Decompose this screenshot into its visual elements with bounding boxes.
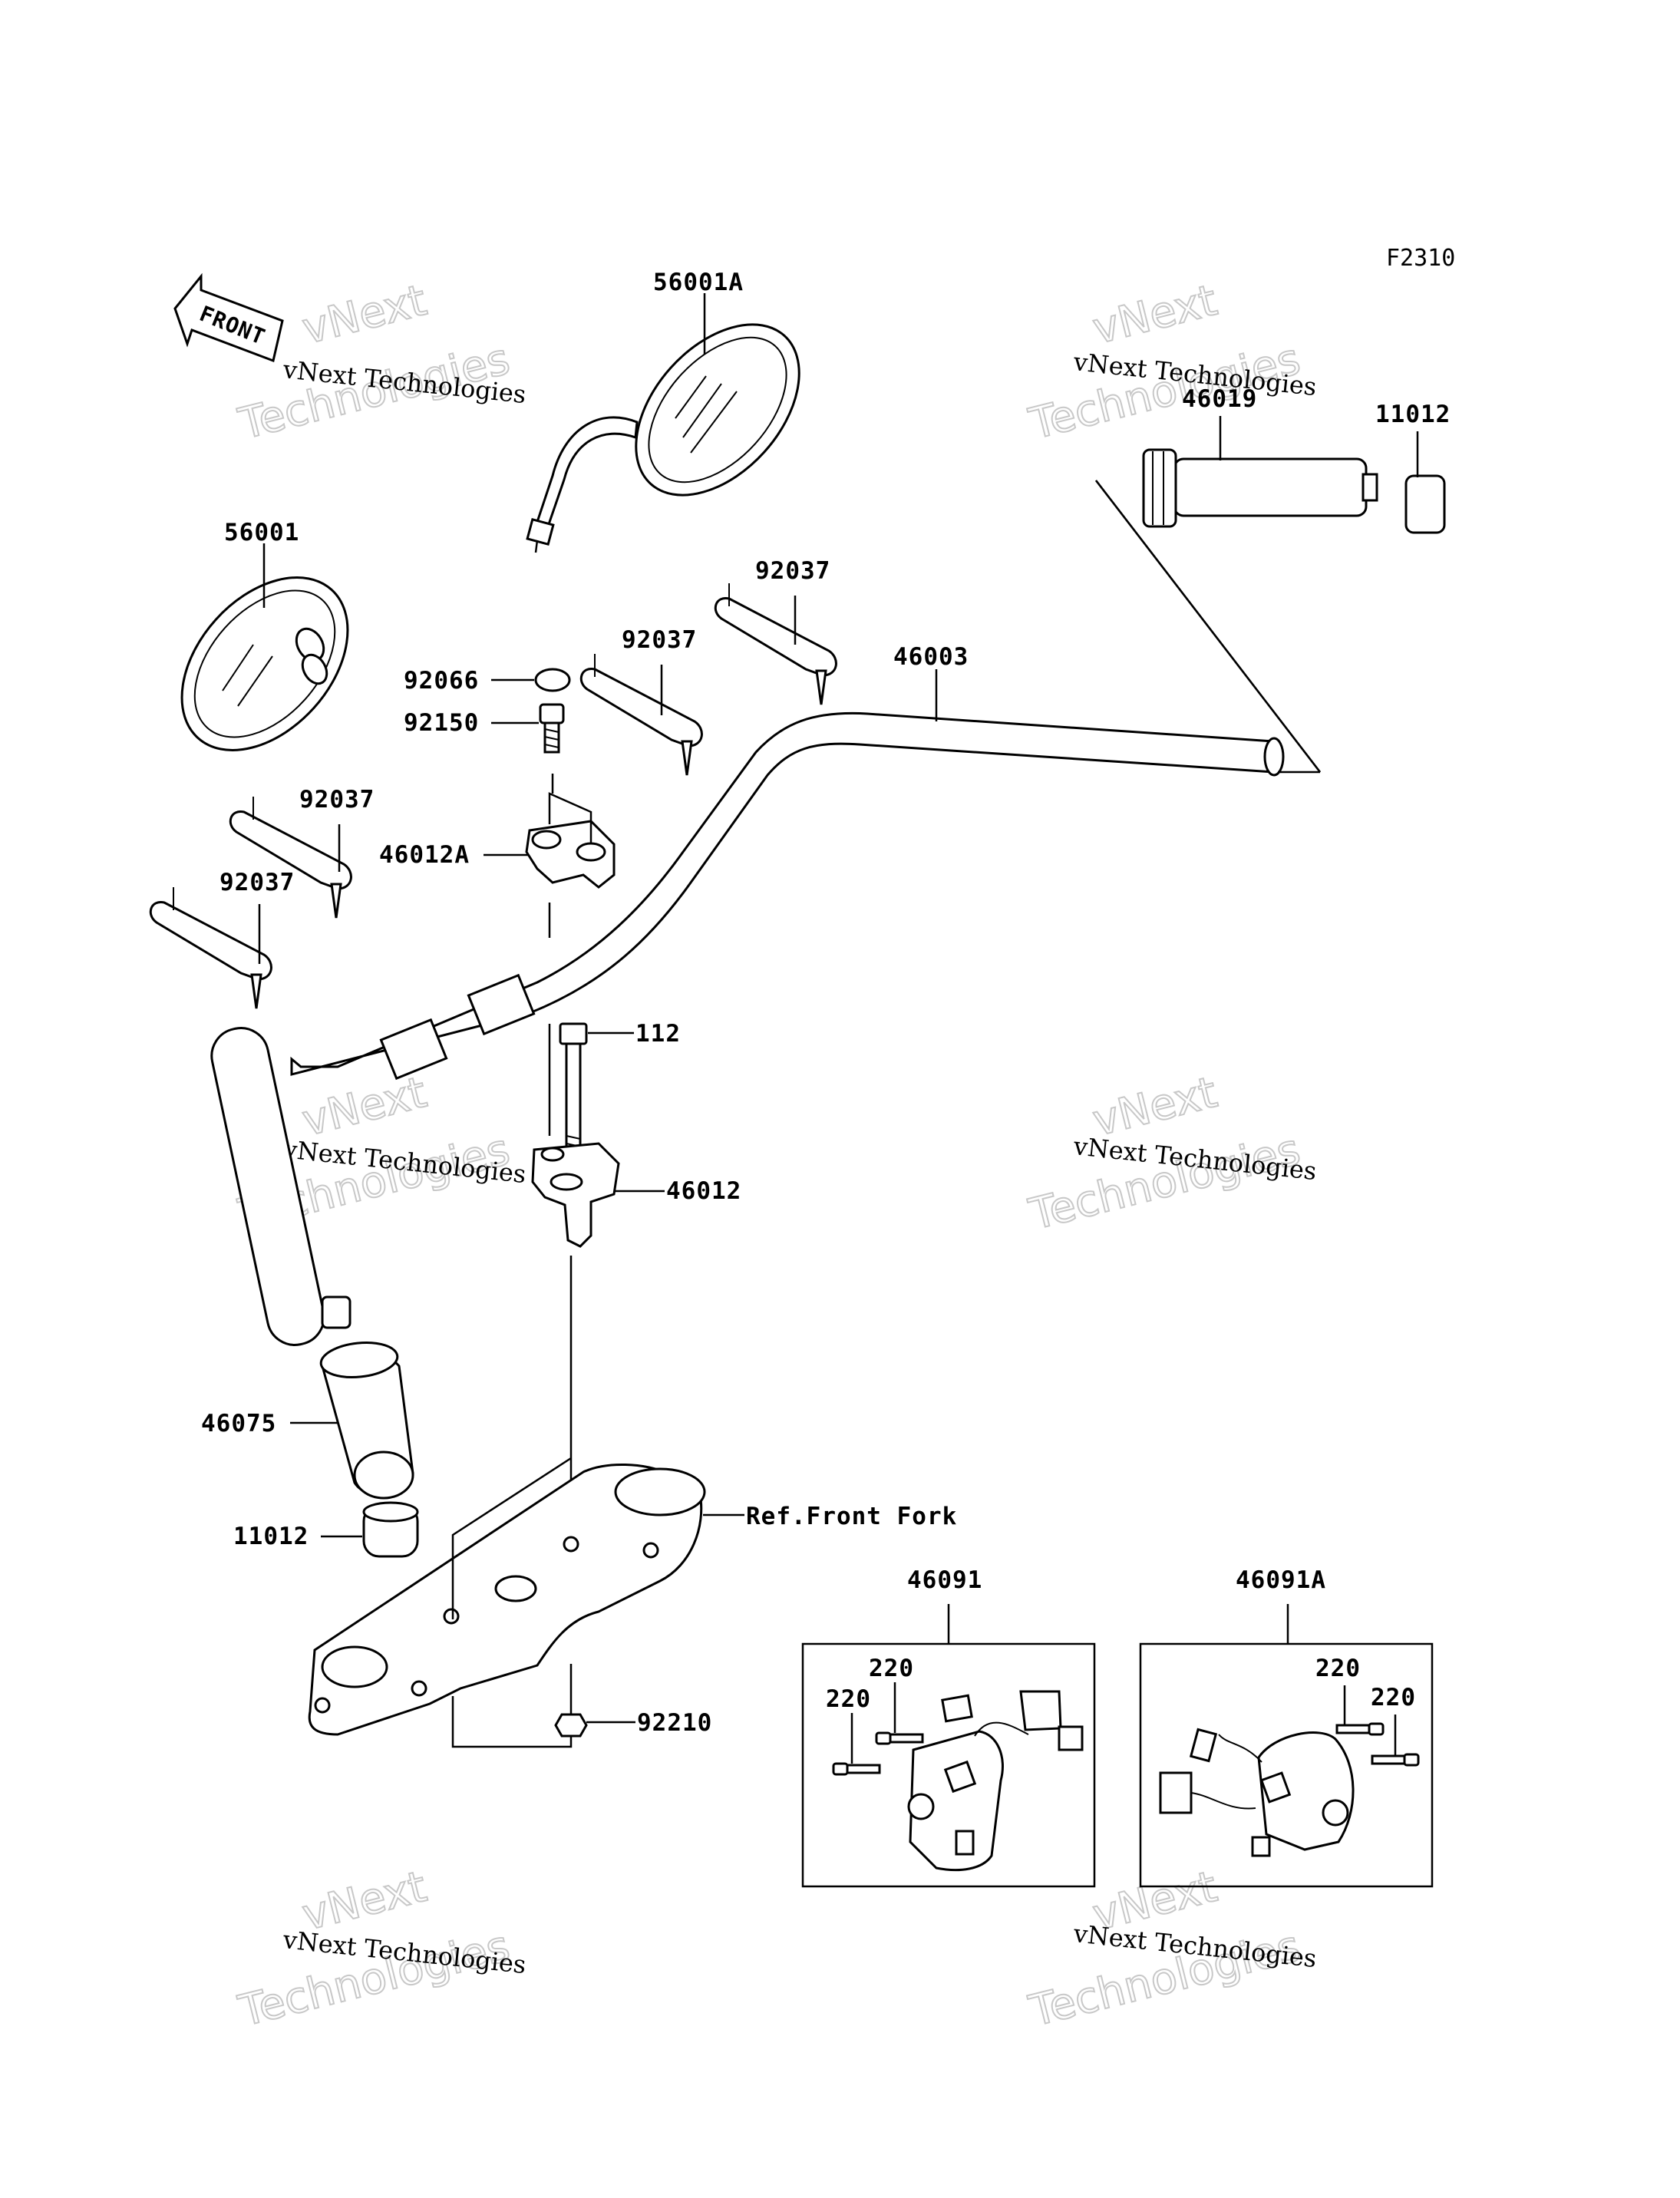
callout-92066: 92066 — [404, 667, 479, 695]
throttle-grip — [1142, 448, 1378, 528]
callout-92037-c: 92037 — [299, 786, 375, 814]
screw — [1371, 1753, 1420, 1767]
callout-92210: 92210 — [637, 1709, 712, 1737]
watermark-text: vNext — [298, 276, 431, 355]
left-grip — [319, 1342, 414, 1500]
watermark-group: vNext Technologies vNext Technologies vN… — [233, 275, 1319, 2038]
callout-46075: 46075 — [201, 1410, 276, 1437]
callout-46012: 46012 — [666, 1177, 741, 1205]
watermark-text: vNext — [1088, 276, 1222, 355]
switch-panel-right: 46091A 220 220 — [1139, 1566, 1434, 1888]
callout-220-c: 220 — [1315, 1655, 1361, 1682]
callout-46091: 46091 — [907, 1566, 982, 1594]
callout-46012A: 46012A — [379, 841, 470, 869]
leader-line — [1095, 480, 1321, 773]
callout-46019: 46019 — [1182, 385, 1257, 413]
callout-220-d: 220 — [1371, 1684, 1416, 1711]
callout-92037-b: 92037 — [622, 626, 697, 654]
handlebar-holder-upper — [525, 820, 616, 889]
watermark-bottom-right: vNext Technologies vNext Technologies — [1024, 1861, 1319, 2038]
callout-112: 112 — [635, 1020, 681, 1048]
figure-code: F2310 — [1386, 245, 1455, 272]
switch-panel-left: 46091 220 220 — [801, 1566, 1096, 1888]
callout-ref-front-fork: Ref.Front Fork — [746, 1503, 957, 1530]
callout-11012-bottom: 11012 — [233, 1523, 309, 1550]
bolt-cap — [534, 668, 571, 692]
callout-220-a: 220 — [869, 1655, 914, 1682]
callout-92150: 92150 — [404, 709, 479, 737]
switch-frame — [1139, 1642, 1434, 1888]
watermark-mid-right: vNext Technologies vNext Technologies — [1024, 1067, 1319, 1241]
screw — [875, 1731, 924, 1745]
grip-end-cap-right — [1404, 474, 1446, 534]
callout-11012-top: 11012 — [1375, 401, 1451, 428]
watermark-bottom-left: vNext Technologies vNext Technologies — [233, 1861, 528, 2038]
callout-56001: 56001 — [224, 519, 299, 546]
watermark-top-left: vNext Technologies vNext Technologies — [233, 275, 528, 450]
watermark-text: vNext — [298, 1068, 431, 1147]
handlebar-holder-lower — [531, 1142, 620, 1248]
cable-clip-a — [714, 583, 837, 705]
mirror-right — [526, 323, 800, 553]
callout-220-b: 220 — [826, 1685, 871, 1713]
mirror-left — [180, 576, 349, 751]
handlebar — [210, 711, 1285, 1346]
watermark-top-right: vNext Technologies vNext Technologies — [1024, 275, 1319, 450]
callout-46003: 46003 — [893, 643, 969, 671]
callout-56001A: 56001A — [653, 269, 744, 296]
upper-triple-clamp — [308, 1463, 706, 1736]
cable-clip-d — [149, 887, 272, 1009]
callout-92037-a: 92037 — [755, 557, 830, 585]
flange-nut — [554, 1696, 588, 1738]
callout-92037-d: 92037 — [219, 869, 295, 896]
screw — [832, 1762, 881, 1776]
grip-end-cap-left — [362, 1501, 419, 1558]
allen-bolt — [539, 703, 565, 754]
hex-bolt — [559, 1022, 588, 1173]
screw — [1335, 1722, 1385, 1736]
cable-clip-c — [229, 797, 352, 919]
callout-46091A: 46091A — [1236, 1566, 1326, 1594]
front-arrow-icon: FRONT — [173, 272, 284, 363]
cable-clip-b — [579, 654, 703, 776]
leader-line — [451, 1457, 572, 1619]
leader-line — [548, 792, 592, 844]
